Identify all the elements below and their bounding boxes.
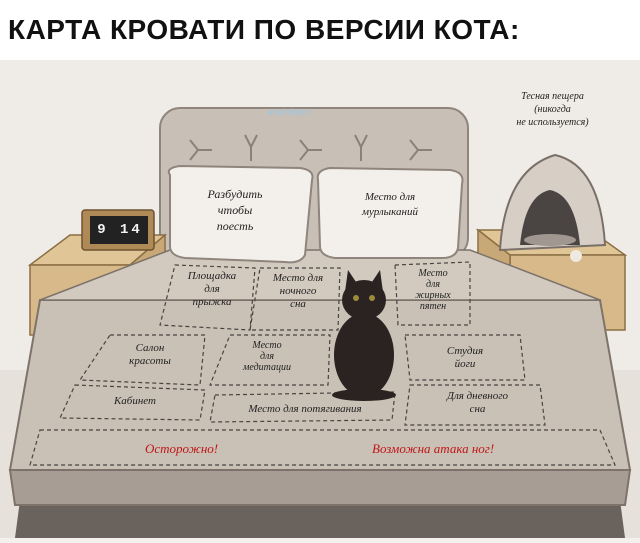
label-purr: Место для мурлыканий bbox=[362, 191, 418, 218]
label-cave: Тесная пещера (никогда не используется) bbox=[516, 91, 589, 128]
label-yoga: Студия йоги bbox=[446, 345, 484, 370]
watermark: ecoinfotorr bbox=[268, 107, 311, 117]
label-meditate: Место для медитации bbox=[243, 340, 291, 373]
label-office: Кабинет bbox=[114, 395, 156, 407]
label-careful: Осторожно! bbox=[145, 441, 219, 456]
cat-cave bbox=[498, 153, 607, 262]
label-greasy: Место для жирных пятен bbox=[415, 268, 451, 312]
label-beauty: Салон красоты bbox=[129, 342, 171, 367]
label-daynap: Для дневного сна bbox=[446, 390, 509, 415]
cat-figure bbox=[332, 270, 396, 401]
label-night: Место для ночного сна bbox=[272, 272, 324, 310]
label-stretch: Место для потягивания bbox=[248, 403, 362, 415]
page-title: КАРТА КРОВАТИ ПО ВЕРСИИ КОТА: bbox=[0, 0, 640, 60]
label-jump: Площадка для прыжка bbox=[187, 270, 237, 308]
label-attack: Возможна атака ног! bbox=[372, 441, 495, 456]
label-wake: Разбудить чтобы поесть bbox=[207, 187, 263, 233]
alarm-clock bbox=[81, 209, 155, 251]
pillows bbox=[167, 164, 464, 264]
clock-display: 9 14 bbox=[97, 222, 143, 238]
